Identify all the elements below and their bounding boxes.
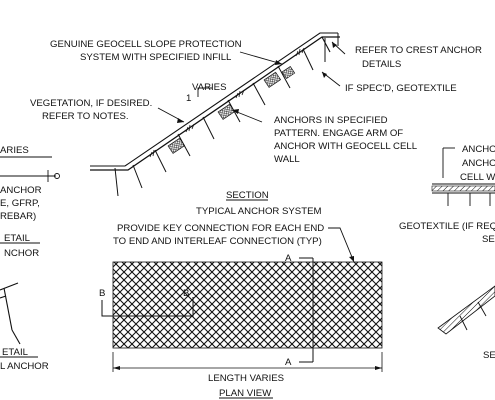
vegetation-note-line-1: VEGETATION, IF DESIRED. xyxy=(30,98,152,109)
geocell-blocks xyxy=(167,65,296,154)
section-title: SECTION xyxy=(226,190,269,201)
left-anchor-line-3: REBAR) xyxy=(0,211,36,222)
cut-a-top-label: A xyxy=(285,253,292,264)
anchors-note-line-4: WALL xyxy=(274,154,300,165)
leader-arrowheads xyxy=(177,42,337,123)
varies-label: VARIES xyxy=(192,82,226,93)
left-detail: ARIES ANCHOR E, GFRP, REBAR) ETAIL NCHOR… xyxy=(0,145,60,372)
left-varies-fragment: ARIES xyxy=(0,145,29,156)
key-connection-leader xyxy=(328,227,355,263)
right-geocell-strip xyxy=(431,185,495,192)
right-anchor-line-3: CELL W xyxy=(460,172,495,183)
key-connection-arrowhead xyxy=(349,256,354,262)
anchors-note-line-1: ANCHORS IN SPECIFIED xyxy=(274,115,388,126)
crest-anchor-note-line-1: REFER TO CREST ANCHOR xyxy=(355,45,482,56)
key-connection-note-line-2: TO END AND INTERLEAF CONNECTION (TYP) xyxy=(113,236,322,247)
geocell-note-line-1: GENUINE GEOCELL SLOPE PROTECTION xyxy=(50,39,242,50)
anchor-hook-icon xyxy=(54,173,60,179)
right-anchor-line-1: ANCHO xyxy=(462,144,495,155)
right-inclined-slab xyxy=(437,285,495,335)
section-subtitle: TYPICAL ANCHOR SYSTEM xyxy=(196,206,321,217)
right-geotextile-label: GEOTEXTILE (IF REQ xyxy=(399,221,495,232)
vegetation-tufts xyxy=(149,47,305,158)
left-anchor-line-1: ANCHOR xyxy=(0,185,42,196)
slope-ratio-triangle xyxy=(197,87,212,97)
slope-anchors xyxy=(114,38,326,197)
cut-a-bottom-label: A xyxy=(285,357,292,368)
right-anchor-line-2: ANCHO xyxy=(462,158,495,169)
plan-view: PROVIDE KEY CONNECTION FOR EACH END TO E… xyxy=(99,223,383,399)
anchors-note-line-3: ANCHOR WITH GEOCELL CELL xyxy=(274,141,418,152)
cut-b-line xyxy=(101,297,194,317)
left-detail-sub-2: L ANCHOR xyxy=(0,361,49,372)
left-anchor-line-2: E, GFRP, xyxy=(0,198,40,209)
length-varies-label: LENGTH VARIES xyxy=(208,373,284,384)
right-section-fragment-1: SE xyxy=(482,234,495,245)
anchors-note-line-2: PATTERN. ENGAGE ARM OF xyxy=(274,128,403,139)
cut-b-right-label: B xyxy=(183,288,189,299)
right-detail: ANCHO ANCHO CELL W GEOTEXTILE (IF REQ SE… xyxy=(399,144,495,361)
length-dim-left-arrow xyxy=(113,366,120,370)
slope-ratio-label: 1 xyxy=(186,93,191,104)
geocell-note-line-2: SYSTEM WITH SPECIFIED INFILL xyxy=(80,52,232,63)
left-detail-label-1: ETAIL xyxy=(4,233,31,244)
left-detail-sub-1: NCHOR xyxy=(4,248,39,259)
slope-section xyxy=(90,32,346,197)
vegetation-note-line-2: REFER TO NOTES. xyxy=(42,111,129,122)
left-anchor-stake xyxy=(0,282,21,345)
geotextile-note: IF SPEC'D, GEOTEXTILE xyxy=(345,83,457,94)
crest-return xyxy=(321,36,331,53)
geocell-mesh-panel xyxy=(112,261,383,349)
left-detail-label-2: ETAIL xyxy=(2,347,29,358)
crest-anchor-note-line-2: DETAILS xyxy=(362,59,401,70)
geocell-layer-top xyxy=(90,32,338,167)
slope-ground-line xyxy=(90,36,340,171)
cut-b-left-label: B xyxy=(99,288,105,299)
right-section-fragment-2: SE xyxy=(483,350,495,361)
length-dim-right-arrow xyxy=(375,366,382,370)
key-connection-note-line-1: PROVIDE KEY CONNECTION FOR EACH END xyxy=(117,223,324,234)
plan-view-title: PLAN VIEW xyxy=(219,388,272,399)
